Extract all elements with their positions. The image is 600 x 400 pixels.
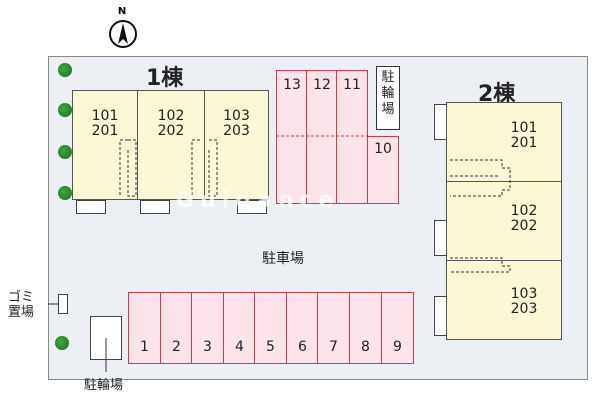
building-1-porch bbox=[140, 200, 170, 214]
parking-label: 駐車場 bbox=[262, 251, 304, 267]
parking-stall-9: 9 bbox=[381, 292, 414, 364]
building-1-porch bbox=[237, 200, 267, 214]
bottom-parking-row: 1 2 3 4 5 6 7 8 9 bbox=[128, 292, 414, 364]
tree-icon bbox=[58, 145, 72, 159]
unit-number: 103 bbox=[223, 108, 250, 124]
building-1-porch bbox=[76, 200, 106, 214]
garbage-area-label: ゴミ 置場 bbox=[8, 290, 35, 320]
tree-icon bbox=[58, 63, 72, 77]
compass-icon bbox=[109, 20, 137, 48]
compass: N bbox=[106, 6, 138, 52]
tree-icon bbox=[55, 336, 69, 350]
unit-number: 101 bbox=[91, 108, 119, 124]
unit-number: 201 bbox=[91, 123, 119, 139]
building-1-unit: 103 203 bbox=[204, 90, 269, 200]
building-2-unit: 101 201 bbox=[446, 102, 562, 182]
compass-north-label: N bbox=[117, 6, 127, 17]
parking-stall-10: 10 bbox=[367, 136, 399, 204]
bike-parking-top: 駐 輪 場 bbox=[376, 66, 400, 130]
tree-icon bbox=[58, 186, 72, 200]
garbage-area-box bbox=[58, 294, 68, 314]
parking-stall-11: 11 bbox=[336, 70, 368, 204]
building-2-unit: 102 202 bbox=[446, 181, 562, 261]
tree-icon bbox=[58, 103, 72, 117]
unit-number: 203 bbox=[510, 301, 538, 317]
unit-number: 201 bbox=[510, 135, 538, 151]
parking-stall-8: 8 bbox=[349, 292, 382, 364]
building-1-unit: 101 201 bbox=[72, 90, 138, 200]
unit-number: 203 bbox=[223, 123, 250, 139]
bike-parking-bottom-label: 駐輪場 bbox=[84, 378, 124, 393]
unit-number: 103 bbox=[510, 286, 538, 302]
building-2-unit: 103 203 bbox=[446, 260, 562, 340]
building-1-title: 1棟 bbox=[146, 66, 184, 91]
unit-number: 202 bbox=[510, 218, 538, 234]
watermark-text: Guidance bbox=[176, 188, 340, 213]
building-1-unit: 102 202 bbox=[137, 90, 205, 200]
parking-stall-6: 6 bbox=[286, 292, 319, 364]
unit-number: 102 bbox=[510, 203, 538, 219]
parking-stall-7: 7 bbox=[317, 292, 350, 364]
unit-number: 101 bbox=[510, 120, 538, 136]
unit-number: 102 bbox=[157, 108, 185, 124]
unit-number: 202 bbox=[157, 123, 185, 139]
parking-stall-13: 13 bbox=[276, 70, 308, 204]
